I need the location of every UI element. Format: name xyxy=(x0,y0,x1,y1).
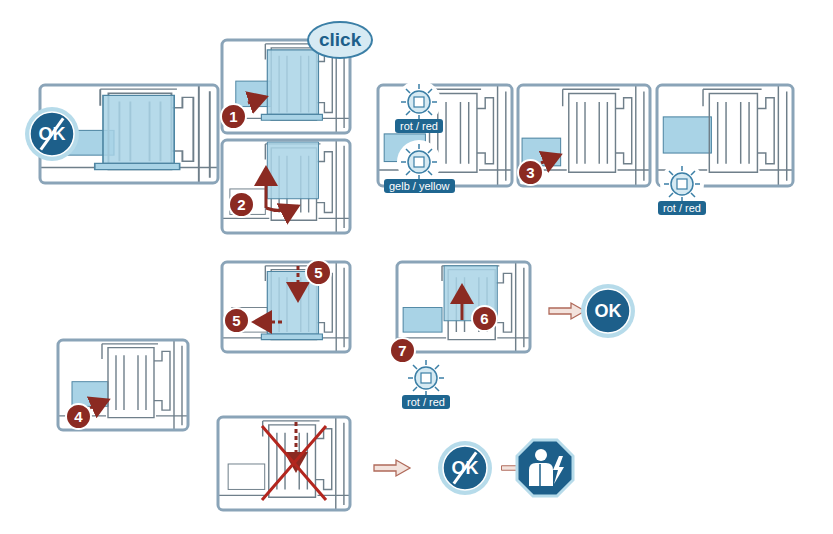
status-text: OK xyxy=(580,283,636,339)
status-text: OK xyxy=(437,440,493,496)
callout-number: 7 xyxy=(389,337,416,364)
callout-number: 2 xyxy=(228,191,255,218)
callout-number: 1 xyxy=(220,103,247,130)
led-color-badge: rot / red xyxy=(658,201,706,215)
callout-number: 5 xyxy=(223,307,250,334)
status-text: OK xyxy=(24,106,80,162)
callout-number: 4 xyxy=(65,403,92,430)
led-color-badge: rot / red xyxy=(395,119,443,133)
callout-number: 3 xyxy=(517,159,544,186)
sound-bubble: click xyxy=(307,21,373,59)
callout-number: 5 xyxy=(305,259,332,286)
callout-number: 6 xyxy=(471,305,498,332)
not-ok-indicator: OK xyxy=(24,106,80,162)
ok-indicator: OK xyxy=(580,283,636,339)
led-color-badge: rot / red xyxy=(402,395,450,409)
not-ok-indicator: OK xyxy=(437,440,493,496)
led-color-badge: gelb / yellow xyxy=(384,179,455,193)
